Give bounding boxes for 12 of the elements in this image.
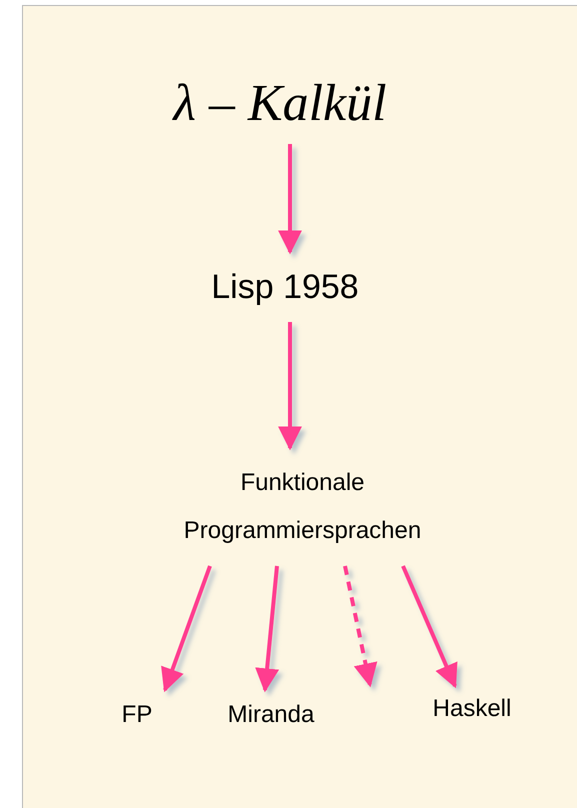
language-label: FP: [105, 690, 169, 740]
formula-heading: λ – Kalkül: [120, 62, 440, 144]
language-label: Lisp 1958: [180, 252, 390, 322]
arrow: [401, 565, 458, 688]
arrow: [343, 566, 378, 688]
arrow: [278, 144, 302, 254]
category-label: Funktionale Programmiersprachen: [130, 448, 475, 566]
language-label: Haskell: [410, 686, 534, 732]
language-label: Miranda: [208, 690, 334, 740]
arrow: [278, 322, 302, 450]
arrow: [161, 565, 212, 692]
arrow: [255, 566, 280, 692]
